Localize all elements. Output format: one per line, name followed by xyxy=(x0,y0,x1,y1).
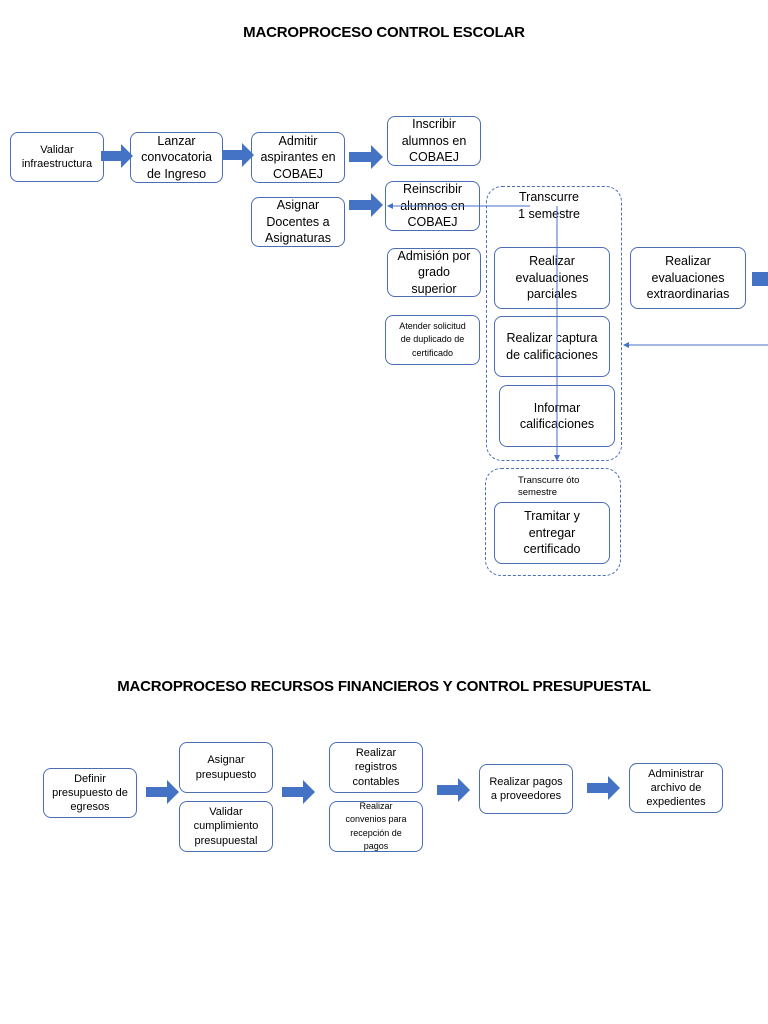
box-tramitar-certificado: Tramitar y entregar certificado xyxy=(494,502,610,564)
block-arrow xyxy=(222,143,254,167)
box-realizar-registros: Realizar registros contables xyxy=(329,742,423,793)
box-atender-solicitud-duplicado: Atender solicitud de duplicado de certif… xyxy=(385,315,480,365)
box-asignar-docentes: Asignar Docentes a Asignaturas xyxy=(251,197,345,247)
title-recursos-financieros: MACROPROCESO RECURSOS FINANCIEROS Y CONT… xyxy=(117,678,651,695)
box-lanzar-convocatoria: Lanzar convocatoria de Ingreso xyxy=(130,132,223,183)
block-arrow xyxy=(437,778,470,802)
label-transcurre-sexto-semestre: Transcurre óto semestre xyxy=(518,475,580,499)
group-transcurre-sexto-semestre xyxy=(485,468,621,576)
block-arrow xyxy=(101,144,133,168)
box-definir-presupuesto: Definir presupuesto de egresos xyxy=(43,768,137,818)
box-evaluaciones-extraordinarias: Realizar evaluaciones extraordinarias xyxy=(630,247,746,309)
box-admision-grado-superior: Admisión por grado superior xyxy=(387,248,481,297)
box-asignar-presupuesto: Asignar presupuesto xyxy=(179,742,273,793)
box-realizar-pagos: Realizar pagos a proveedores xyxy=(479,764,573,814)
block-arrow xyxy=(146,780,179,804)
box-captura-calificaciones: Realizar captura de calificaciones xyxy=(494,316,610,377)
box-validar-cumplimiento: Validar cumplimiento presupuestal xyxy=(179,801,273,852)
block-arrow xyxy=(349,145,383,169)
title-control-escolar: MACROPROCESO CONTROL ESCOLAR xyxy=(243,24,525,41)
box-realizar-convenios: Realizar convenios para recepción de pag… xyxy=(329,801,423,852)
box-validar-infraestructura: Validar infraestructura xyxy=(10,132,104,182)
box-administrar-archivo: Administrar archivo de expedientes xyxy=(629,763,723,813)
block-arrow xyxy=(282,780,315,804)
box-evaluaciones-parciales: Realizar evaluaciones parciales xyxy=(494,247,610,309)
block-arrow xyxy=(349,193,383,217)
block-arrow xyxy=(752,272,768,286)
label-transcurre-semestre: Transcurre 1 semestre xyxy=(518,190,580,221)
box-admitir-aspirantes: Admitir aspirantes en COBAEJ xyxy=(251,132,345,183)
block-arrow xyxy=(587,776,620,800)
box-inscribir-alumnos: Inscribir alumnos en COBAEJ xyxy=(387,116,481,166)
